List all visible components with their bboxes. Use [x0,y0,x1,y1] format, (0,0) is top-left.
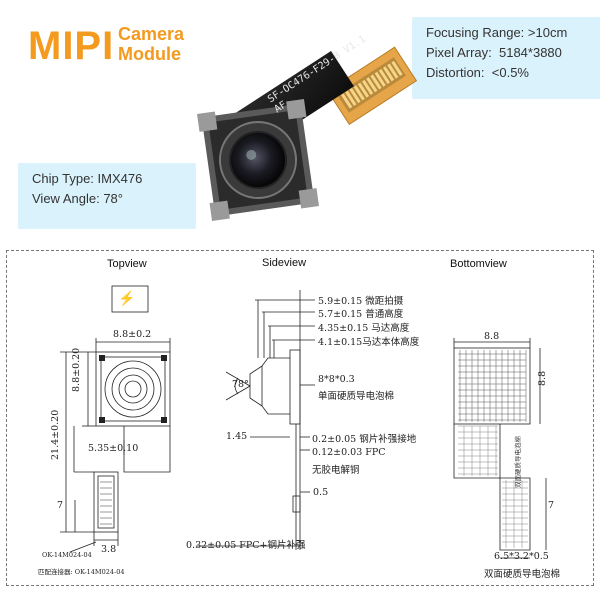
bottomview-title: Bottomview [450,258,507,270]
side-angle-dim: 78° [232,379,249,390]
connector-code: OK-14M024-04 [42,551,92,559]
top-connector-length-dim: 7 [57,500,64,511]
bottom-height-dim: 8.8 [537,370,548,386]
side-dim-motor-body: 4.1±0.15马达本体高度 [318,337,420,348]
top-connector-width-dim: 3.8 [101,544,117,555]
camera-module-photo [197,46,418,221]
bottom-fpc-text: 双面硬质导电泡棉 [514,436,522,488]
drawing-lines [60,285,547,559]
logo-mipi: MIPI [28,24,115,68]
side-dim-macro: 5.9±0.15 微距拍摄 [318,296,404,307]
spec-focusing-range: Focusing Range: >10cm [426,25,568,40]
spec-callout-left: Chip Type: IMX476 View Angle: 78° [18,163,196,229]
top-width-dim: 8.8±0.2 [113,329,152,340]
logo-subtitle-line2: Module [118,44,181,64]
side-bottom-dim: 0.32±0.05 FPC+钢片补强 [186,540,306,551]
side-stiffener-height: 0.5 [313,487,329,498]
side-dim-normal: 5.7±0.15 普通高度 [318,309,404,320]
bottom-width-dim: 8.8 [484,331,500,342]
bottom-foam-dim: 6.5*3.2*0.5 [494,551,549,562]
top-offset-dim: 5.35±0.10 [88,443,139,454]
spec-view-angle: View Angle: 78° [32,191,123,206]
sideview-title: Sideview [262,257,307,269]
side-plate-dim: 0.2±0.05 钢片补强接地 [312,434,417,445]
bottom-foam-note: 双面硬质导电泡棉 [484,569,561,580]
logo-subtitle-line1: Camera [118,24,185,44]
side-foam-note: 单面硬质导电泡棉 [318,391,395,402]
esd-symbol-icon: ⚡ [118,290,136,306]
side-fpc-note: 无胶电解铜 [312,465,360,476]
topview-title: Topview [107,258,147,270]
drawing-frame [6,250,594,586]
top-height-dim: 8.8±0.20 [71,347,82,392]
side-dim-motor: 4.35±0.15 马达高度 [318,323,410,334]
side-left-dim: 1.45 [226,431,248,442]
spec-chip-type: Chip Type: IMX476 [32,171,143,186]
spec-distortion: Distortion: <0.5% [426,65,529,80]
top-total-length-dim: 21.4±0.20 [50,409,61,460]
side-fpc-dim: 0.12±0.03 FPC [312,447,386,458]
bottom-connector-length-dim: 7 [548,500,555,511]
spec-callout-right: Focusing Range: >10cm Pixel Array: 5184*… [412,17,600,99]
spec-pixel-array: Pixel Array: 5184*3880 [426,45,562,60]
connector-note: 匹配连接器: OK-14M024-04 [38,568,125,576]
logo-subtitle: Camera Module [118,24,184,64]
side-foam-size: 8*8*0.3 [318,374,355,385]
